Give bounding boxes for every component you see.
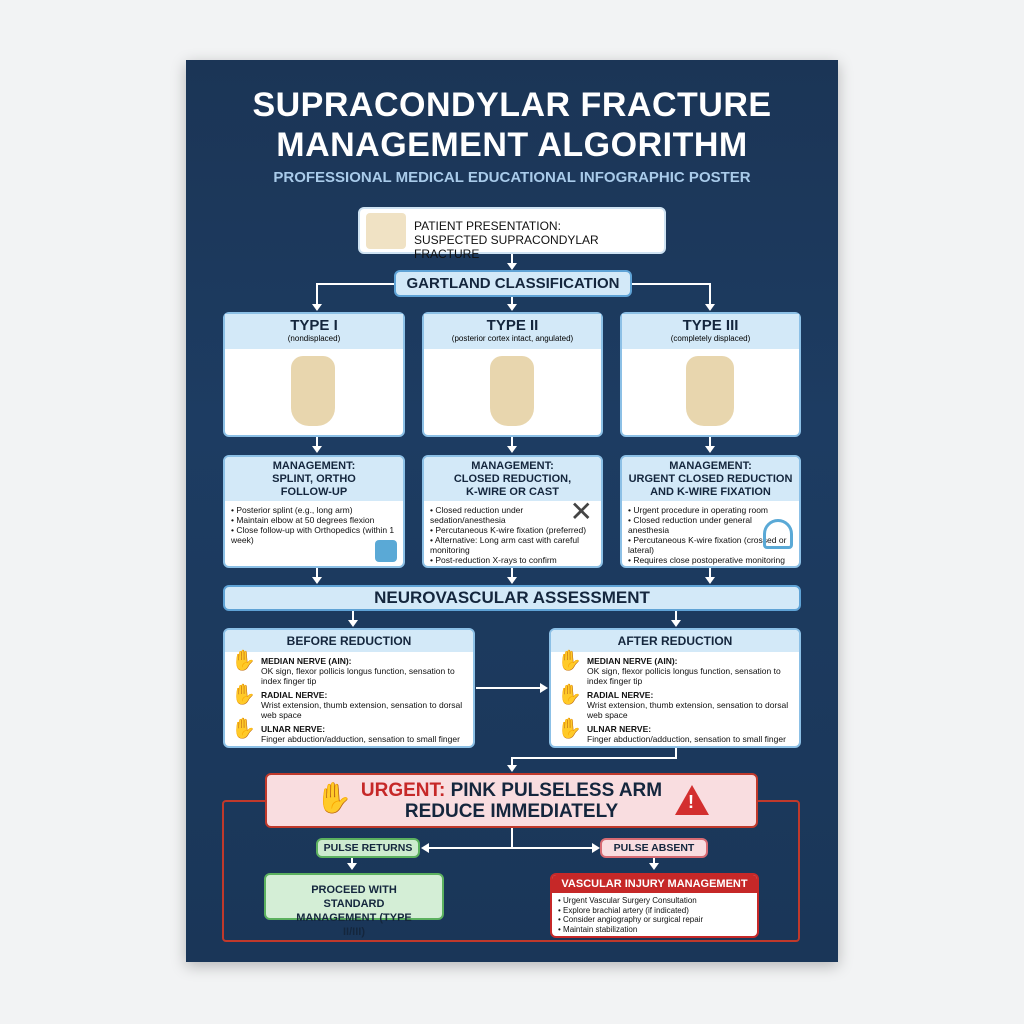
nerve-item: ✋MEDIAN NERVE (AIN):OK sign, flexor poll… [557,650,781,686]
list-item: Closed reduction under general anesthesi… [628,515,793,535]
after-reduction-title: AFTER REDUCTION [551,630,799,652]
after-reduction-box: AFTER REDUCTION ✋MEDIAN NERVE (AIN):OK s… [549,628,801,748]
elbow-icon [366,213,406,249]
management-list: Closed reduction under sedation/anesthes… [424,501,601,566]
list-item: Requires close postoperative monitoring [628,555,793,565]
management-type-2: MANAGEMENT: CLOSED REDUCTION, K-WIRE OR … [422,455,603,568]
hand-icon: ✋ [315,782,353,815]
k-wire-icon: ✕ [569,496,593,527]
hand-icon: ✋ [557,650,582,672]
nerve-item: ✋RADIAL NERVE:Wrist extension, thumb ext… [557,684,789,720]
type-2-name: TYPE II [486,317,539,334]
type-2-desc: (posterior cortex intact, angulated) [451,334,574,343]
hand-icon: ✋ [557,684,582,706]
nerve-item: ✋ULNAR NERVE:Finger abduction/adduction,… [231,718,460,744]
list-item: Percutaneous K-wire fixation (crossed or… [628,535,793,555]
nerve-item: ✋RADIAL NERVE:Wrist extension, thumb ext… [231,684,463,720]
list-item: Maintain elbow at 50 degrees flexion [231,515,397,525]
hand-icon: ✋ [557,718,582,740]
vascular-list: Urgent Vascular Surgery ConsultationExpl… [552,893,757,936]
type-1-name: TYPE I [290,317,338,334]
management-list: Urgent procedure in operating roomClosed… [622,501,799,566]
before-reduction-box: BEFORE REDUCTION ✋MEDIAN NERVE (AIN):OK … [223,628,475,748]
presentation-line2: SUSPECTED SUPRACONDYLAR FRACTURE [414,233,599,261]
warning-icon [675,785,709,815]
before-reduction-title: BEFORE REDUCTION [225,630,473,652]
neurovascular-assessment: NEUROVASCULAR ASSESSMENT [223,585,801,611]
gartland-classification: GARTLAND CLASSIFICATION [394,270,632,297]
management-title: MANAGEMENT: SPLINT, ORTHO FOLLOW-UP [225,457,403,501]
title-line1: SUPRACONDYLAR FRACTURE [252,86,772,124]
presentation-line1: PATIENT PRESENTATION: [414,219,561,233]
pulse-returns-badge: PULSE RETURNS [316,838,420,858]
type-3-card: TYPE III(completely displaced) [620,312,801,437]
bone-illustration-icon [686,356,734,426]
list-item: Consider angiography or surgical repair [558,915,751,925]
nerve-item: ✋MEDIAN NERVE (AIN):OK sign, flexor poll… [231,650,455,686]
list-item: Maintain stabilization [558,925,751,935]
nerve-item: ✋ULNAR NERVE:Finger abduction/adduction,… [557,718,786,744]
bone-illustration-icon [291,356,335,426]
management-title: MANAGEMENT: URGENT CLOSED REDUCTION AND … [622,457,799,501]
subtitle: PROFESSIONAL MEDICAL EDUCATIONAL INFOGRA… [273,169,751,186]
patient-presentation-box: PATIENT PRESENTATION: SUSPECTED SUPRACON… [358,207,666,261]
list-item: Close follow-up with Orthopedics (within… [231,525,397,545]
list-item: Closed reduction under sedation/anesthes… [430,505,595,525]
arm-splint-icon [375,540,397,562]
urgent-label: URGENT: [360,780,446,801]
management-type-1: MANAGEMENT: SPLINT, ORTHO FOLLOW-UP Post… [223,455,405,568]
list-item: Urgent procedure in operating room [628,505,793,515]
urgent-box: ✋ URGENT: PINK PULSELESS ARM REDUCE IMME… [265,773,758,828]
type-3-name: TYPE III [682,317,739,334]
list-item: Explore brachial artery (if indicated) [558,906,751,916]
type-2-card: TYPE II(posterior cortex intact, angulat… [422,312,603,437]
management-type-3: MANAGEMENT: URGENT CLOSED REDUCTION AND … [620,455,801,568]
vascular-injury-box: VASCULAR INJURY MANAGEMENT Urgent Vascul… [550,873,759,938]
list-item: Post-reduction X-rays to confirm alignme… [430,555,595,566]
hand-icon: ✋ [231,684,256,706]
urgent-text1: PINK PULSELESS ARM [450,780,663,801]
title-line2: MANAGEMENT ALGORITHM [276,126,748,164]
c-arm-icon [763,519,793,549]
bone-illustration-icon [490,356,534,426]
type-1-desc: (nondisplaced) [287,334,341,343]
urgent-text2: REDUCE IMMEDIATELY [404,801,619,822]
vascular-title: VASCULAR INJURY MANAGEMENT [552,875,757,893]
hand-icon: ✋ [231,718,256,740]
list-item: Percutaneous K-wire fixation (preferred) [430,525,595,535]
management-list: Posterior splint (e.g., long arm)Maintai… [225,501,403,549]
management-title: MANAGEMENT: CLOSED REDUCTION, K-WIRE OR … [424,457,601,501]
list-item: Posterior splint (e.g., long arm) [231,505,397,515]
type-1-card: TYPE I(nondisplaced) [223,312,405,437]
hand-icon: ✋ [231,650,256,672]
list-item: Alternative: Long arm cast with careful … [430,535,595,555]
pulse-absent-badge: PULSE ABSENT [600,838,708,858]
list-item: Urgent Vascular Surgery Consultation [558,896,751,906]
type-3-desc: (completely displaced) [670,334,751,343]
proceed-standard-box: PROCEED WITH STANDARD MANAGEMENT (TYPE I… [264,873,444,938]
